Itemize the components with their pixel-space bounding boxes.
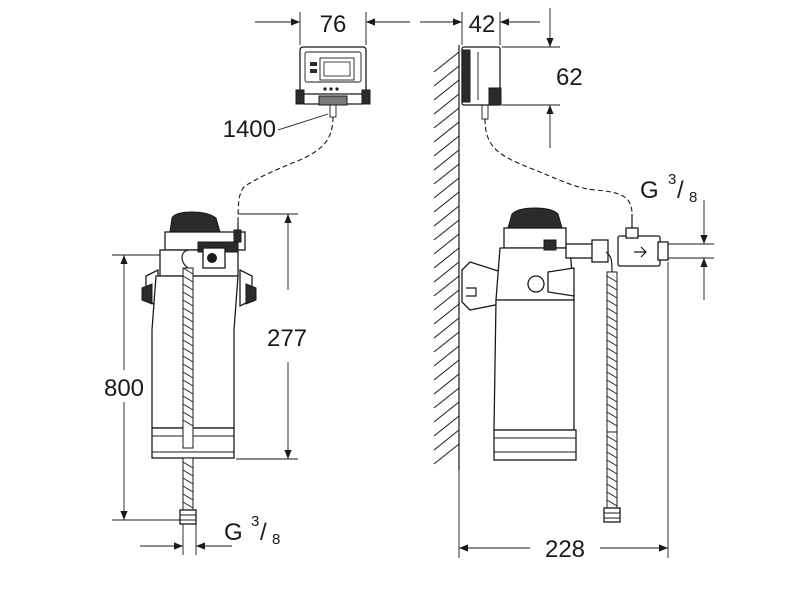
dim-label-display-height: 62 [556, 64, 583, 91]
inlet-thread-prefix: G [224, 519, 243, 546]
dim-label-total-height: 800 [104, 375, 144, 402]
dim-inlet-thread: G 3 / 8 [140, 513, 280, 555]
filter-canister-side [493, 207, 577, 461]
outlet-thread-denominator: 8 [689, 189, 697, 206]
valve-and-hose [565, 214, 669, 523]
dim-label-display-depth: 42 [469, 11, 496, 38]
cable-side [484, 118, 633, 215]
dim-label-cable-length: 1400 [223, 116, 276, 143]
cable-front [237, 116, 334, 233]
inlet-thread-numerator: 3 [251, 513, 259, 530]
dim-label-head-height: 277 [267, 325, 307, 352]
inlet-thread-denominator: 8 [272, 531, 280, 548]
dim-total-height: 800 [104, 254, 180, 521]
wall [433, 45, 460, 470]
filter-canister-front [141, 211, 257, 525]
outlet-thread-numerator: 3 [668, 171, 676, 188]
inlet-thread-slash: / [260, 519, 267, 546]
front-view: 76 1400 277 800 G 3 / 8 [104, 11, 410, 555]
dim-label-display-width: 76 [320, 11, 347, 38]
dim-display-depth: 42 [420, 11, 540, 45]
outlet-thread-prefix: G [640, 177, 659, 204]
dim-label-wall-distance: 228 [545, 536, 585, 563]
dim-wall-distance: 228 [458, 262, 669, 563]
dim-head-height: 277 [236, 213, 307, 460]
display-unit-front [295, 46, 371, 118]
display-unit-side [461, 46, 502, 120]
outlet-thread-slash: / [677, 177, 684, 204]
dim-display-width: 76 [255, 11, 410, 45]
dim-cable-length: 1400 [223, 113, 329, 143]
side-view: 42 62 G 3 / 8 228 [420, 8, 714, 563]
dim-outlet-thread: G 3 / 8 [640, 171, 714, 300]
dim-display-height: 62 [502, 8, 583, 148]
